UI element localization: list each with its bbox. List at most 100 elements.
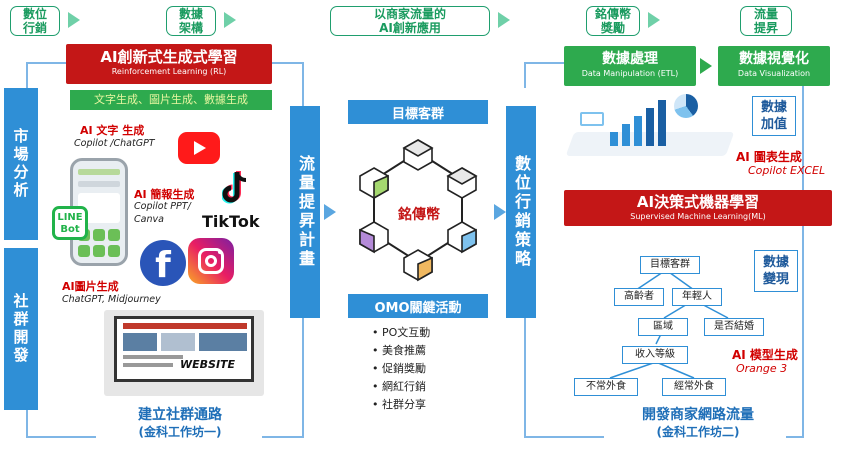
step-coin-reward: 銘傳幣 獎勵 [586, 6, 640, 36]
tree-node-often: 經常外食 [662, 378, 726, 396]
tiktok-icon [221, 170, 250, 208]
step-label: 數位 行銷 [22, 7, 47, 35]
brief-gen-tools: Copilot PPT/ [134, 201, 191, 212]
connector-line [524, 62, 564, 64]
chart-gen-label: AI 圖表生成 [736, 150, 802, 164]
line-bot-icon: LINE Bot [52, 206, 88, 240]
connector-line [524, 436, 604, 438]
step-digital-marketing: 數位 行銷 [10, 6, 60, 36]
connector-line [26, 436, 96, 438]
arrow-right-icon [68, 12, 80, 28]
community-dev-label: 社群開發 [11, 293, 30, 365]
target-group-box: 目標客群 [348, 100, 488, 124]
ai-generative-subtitle: Reinforcement Learning (RL) [111, 67, 227, 76]
arrow-right-icon [224, 12, 236, 28]
digital-strategy-box: 數位行銷策略 [506, 106, 536, 318]
discover-box: 數據 變現 [754, 250, 798, 292]
tree-node-rare: 不常外食 [574, 378, 638, 396]
traffic-plan-box: 流量提昇計畫 [290, 106, 320, 318]
left-bottom-title: 建立社群通路 [138, 407, 222, 423]
community-dev-box: 社群開發 [4, 248, 38, 410]
target-group-label: 目標客群 [391, 106, 444, 122]
list-item: • 網紅行銷 [372, 380, 426, 393]
arrow-right-icon [324, 204, 336, 220]
step-traffic-boost: 流量 提昇 [740, 6, 792, 36]
omo-label: OMO關鍵活動 [374, 300, 462, 316]
list-item: • 社群分享 [372, 398, 426, 411]
ai-generative-header: AI創新式生成式學習 Reinforcement Learning (RL) [66, 44, 272, 84]
data-processing-subtitle: Data Manipulation (ETL) [581, 69, 679, 78]
connector-line [26, 62, 66, 64]
brief-gen-tools: Canva [134, 214, 164, 225]
data-processing-title: 數據處理 [602, 51, 658, 67]
activity-text: 網紅行銷 [382, 380, 426, 393]
generation-types-bar: 文字生成、圖片生成、數據生成 [70, 90, 272, 110]
data-visualization-subtitle: Data Visualization [737, 69, 811, 78]
list-item: • 促銷獎勵 [372, 362, 426, 375]
instagram-icon [188, 238, 234, 284]
data-visualization-title: 數據視覺化 [739, 51, 809, 67]
connector-line [302, 318, 304, 438]
connector-line [272, 62, 304, 64]
tree-node-area: 區域 [638, 318, 688, 336]
digital-strategy-label: 數位行銷策略 [512, 155, 531, 269]
arrow-right-icon [494, 204, 506, 220]
step-ai-innovation: 以商家流量的 AI創新應用 [330, 6, 490, 36]
data-visualization-box: 數據視覺化 Data Visualization [718, 46, 830, 86]
tree-node-married: 是否結婚 [704, 318, 764, 336]
model-gen-label: AI 模型生成 [732, 348, 798, 362]
coin-label: 銘傳幣 [398, 207, 440, 223]
right-bottom-title: 開發商家網路流量 [642, 407, 754, 423]
connector-line [524, 316, 526, 438]
step-label: 數據 架構 [178, 7, 203, 35]
tiktok-label: TikTok [202, 212, 260, 231]
arrow-right-icon [648, 12, 660, 28]
activity-text: 促銷獎勵 [382, 362, 426, 375]
line-bot-text: Bot [60, 224, 80, 235]
data-processing-box: 數據處理 Data Manipulation (ETL) [564, 46, 696, 86]
youtube-icon [178, 132, 220, 164]
right-bottom-subtitle: (金科工作坊二) [656, 425, 740, 439]
chart-gen-tools: Copilot EXCEL [748, 164, 826, 177]
ml-title: AI決策式機器學習 [636, 193, 760, 211]
tree-node-young: 年輕人 [672, 288, 722, 306]
ml-subtitle: Supervised Machine Learning(ML) [630, 212, 766, 221]
connector-line [524, 62, 526, 88]
activity-text: PO文互動 [382, 326, 431, 339]
connector-line [262, 436, 304, 438]
market-analysis-box: 市場分析 [4, 88, 38, 240]
tree-node-income: 收入等級 [622, 346, 688, 364]
img-gen-label: AI圖片生成 [62, 280, 119, 293]
text-gen-label: AI 文字 生成 [80, 124, 145, 137]
tree-node-root: 目標客群 [640, 256, 700, 274]
connector-line [802, 62, 804, 438]
step-label: 以商家流量的 AI創新應用 [373, 7, 446, 35]
omo-activities-box: OMO關鍵活動 [348, 294, 488, 318]
value-add-box: 數據 加值 [752, 96, 796, 136]
arrow-right-icon [498, 12, 510, 28]
list-item: • PO文互動 [372, 326, 431, 339]
tree-node-elder: 高齡者 [614, 288, 664, 306]
traffic-plan-label: 流量提昇計畫 [296, 155, 315, 269]
img-gen-tools: ChatGPT, Midjourney [62, 294, 161, 305]
step-label: 流量 提昇 [753, 7, 778, 35]
brief-gen-label: AI 簡報生成 [134, 188, 195, 201]
text-gen-tools: Copilot /ChatGPT [74, 138, 155, 149]
connector-line [26, 62, 28, 88]
facebook-icon: f [140, 240, 186, 286]
website-label: WEBSITE [180, 358, 236, 371]
connector-line [786, 436, 804, 438]
activity-text: 社群分享 [382, 398, 426, 411]
activity-list: • PO文互動 • 美食推薦 • 促銷獎勵 • 網紅行銷 • 社群分享 [372, 324, 430, 414]
step-label: 銘傳幣 獎勵 [594, 7, 631, 35]
list-item: • 美食推薦 [372, 344, 426, 357]
website-monitor-image: WEBSITE [104, 310, 264, 396]
model-gen-tools: Orange 3 [736, 362, 788, 375]
step-data-architecture: 數據 架構 [166, 6, 216, 36]
left-bottom-subtitle: (金科工作坊一) [138, 425, 222, 439]
connector-line [302, 62, 304, 106]
activity-text: 美食推薦 [382, 344, 426, 357]
blockchain-coin-diagram [359, 139, 478, 282]
market-analysis-label: 市場分析 [11, 128, 30, 200]
data-dashboard-image [565, 92, 735, 162]
